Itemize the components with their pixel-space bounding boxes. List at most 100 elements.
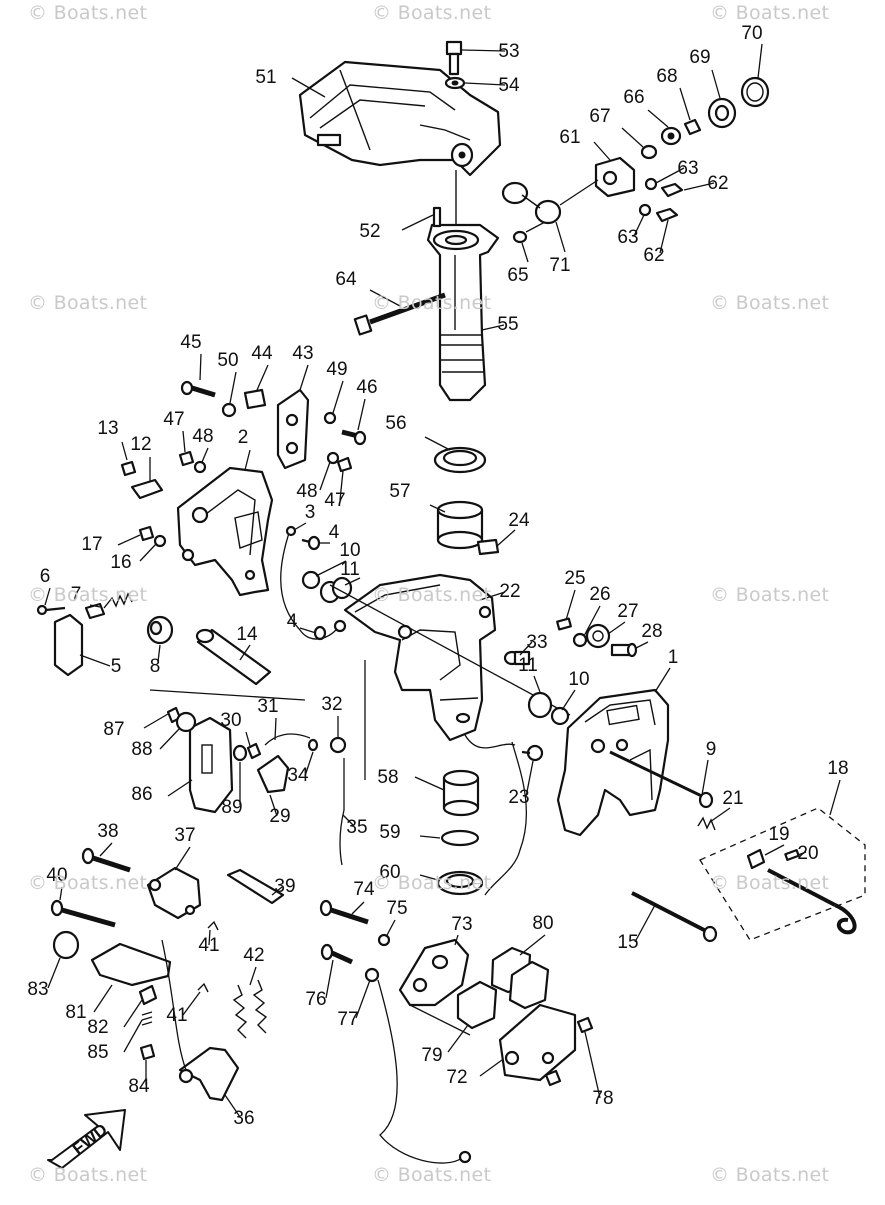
leader-line-19 <box>764 844 785 856</box>
leader-line-23 <box>525 760 534 798</box>
callout-label-54: 54 <box>498 75 520 96</box>
watermark: © Boats.net <box>710 584 830 606</box>
leader-line-29 <box>269 794 278 817</box>
callout-label-35: 35 <box>346 817 367 838</box>
fwd-arrow-icon: FWD <box>47 1109 126 1169</box>
leader-line-68 <box>679 87 691 121</box>
callout-label-47b: 47 <box>324 490 345 511</box>
lever-81 <box>90 942 172 987</box>
leader-line-53 <box>461 49 506 52</box>
leader-line-42 <box>249 966 257 986</box>
leader-line-35 <box>342 814 355 827</box>
callout-label-13: 13 <box>97 418 118 439</box>
washer-63b <box>638 203 652 217</box>
washer-77 <box>364 967 380 983</box>
callout-label-78: 78 <box>592 1088 613 1109</box>
callout-label-58: 58 <box>377 767 398 788</box>
bracket-86 <box>188 716 234 814</box>
leader-line-88 <box>159 727 181 750</box>
callout-label-81: 81 <box>65 1002 86 1023</box>
grease-nipple-25 <box>556 617 572 631</box>
leader-line-28 <box>635 641 649 649</box>
leader-line-9 <box>701 759 709 796</box>
spring-31 <box>264 733 311 746</box>
bushing-58 <box>442 769 480 817</box>
watermark: © Boats.net <box>28 584 148 606</box>
leader-line-22 <box>479 591 506 601</box>
callout-label-71: 71 <box>549 255 570 276</box>
nut-17 <box>138 525 155 542</box>
leader-line-44 <box>256 364 269 391</box>
leader-line-15 <box>634 904 656 943</box>
callout-label-29: 29 <box>269 806 290 827</box>
leader-line-61 <box>593 141 611 161</box>
plate-12 <box>130 478 164 500</box>
leader-line-5 <box>79 654 111 667</box>
leader-line-79 <box>447 1024 469 1053</box>
nut-68 <box>683 118 702 136</box>
leader-line-81 <box>93 984 113 1013</box>
leader-line-76 <box>325 959 334 999</box>
screw-4a <box>301 535 321 551</box>
washer-34 <box>307 738 319 752</box>
watermark: © Boats.net <box>28 1164 148 1186</box>
callout-label-83: 83 <box>27 979 48 1000</box>
callout-label-68: 68 <box>656 66 677 87</box>
spring-21 <box>697 816 716 831</box>
leader-line-54 <box>464 82 506 86</box>
bushing-57 <box>436 500 484 550</box>
leader-line-18 <box>829 779 841 816</box>
pin-39 <box>226 868 285 905</box>
leader-line-4b <box>299 627 317 634</box>
callout-label-87: 87 <box>103 719 124 740</box>
washer-50 <box>221 402 237 418</box>
clamp-bracket-2 <box>176 466 274 597</box>
callout-label-51: 51 <box>255 67 276 88</box>
leader-line-10b <box>561 689 576 711</box>
callout-label-24: 24 <box>508 510 530 531</box>
leader-line-26 <box>583 605 601 637</box>
bolt-38 <box>81 847 131 873</box>
callout-label-46: 46 <box>356 377 377 398</box>
pad-79 <box>456 980 498 1030</box>
callout-label-34: 34 <box>287 765 309 786</box>
callout-label-47a: 47 <box>163 409 184 430</box>
washer-26 <box>572 632 588 648</box>
clamp-70 <box>740 76 770 108</box>
leader-line-77 <box>355 979 371 1019</box>
leader-line-87 <box>143 713 169 729</box>
callout-label-10a: 10 <box>339 540 360 561</box>
washer-48a <box>193 460 207 474</box>
callout-label-45: 45 <box>180 332 201 353</box>
leader-line-78 <box>584 1031 601 1099</box>
rod-14 <box>195 628 272 686</box>
callout-label-11b: 11 <box>518 655 538 676</box>
callout-label-6: 6 <box>40 566 51 587</box>
bolt-9 <box>698 791 714 809</box>
callout-label-59: 59 <box>379 822 400 843</box>
callout-label-67: 67 <box>589 106 610 127</box>
callout-label-26: 26 <box>589 584 610 605</box>
callout-label-69: 69 <box>689 47 710 68</box>
washer-10b <box>550 706 570 726</box>
watermark: © Boats.net <box>710 2 830 24</box>
leader-line-6 <box>44 587 51 606</box>
plate-19 <box>746 848 766 870</box>
lever-5 <box>53 613 84 677</box>
leader-line-48b <box>319 461 331 491</box>
bolt-23 <box>521 744 544 762</box>
leader-line-16 <box>139 543 157 562</box>
screw-4b <box>313 619 347 641</box>
callout-label-28: 28 <box>641 621 662 642</box>
callout-label-11a: 11 <box>340 559 360 580</box>
callout-label-73: 73 <box>451 914 472 935</box>
callout-label-21: 21 <box>722 788 743 809</box>
leader-line-67 <box>621 127 644 148</box>
leader-line-21 <box>709 807 731 823</box>
callout-label-41a: 41 <box>198 935 219 956</box>
clip-41a <box>207 920 219 931</box>
callout-label-42: 42 <box>243 945 264 966</box>
leader-line-62a <box>683 182 715 191</box>
ground-wire-lower <box>377 979 463 1164</box>
